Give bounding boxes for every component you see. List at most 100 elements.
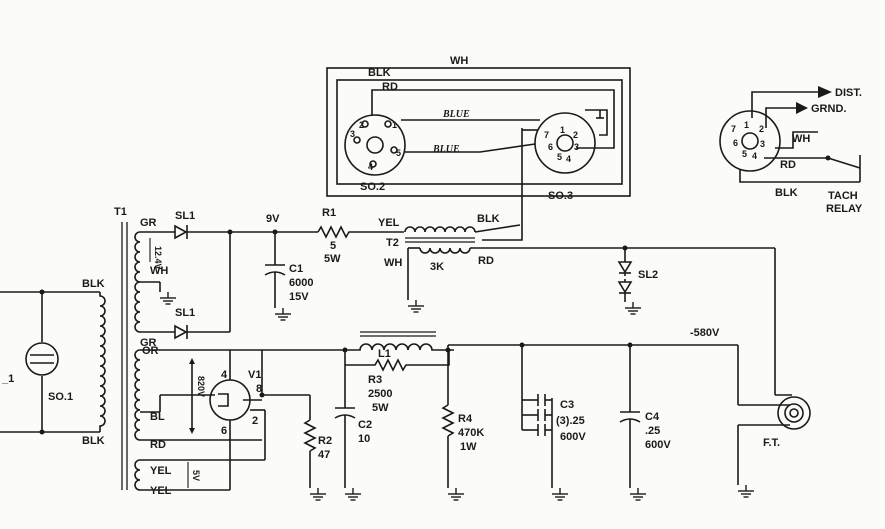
inductor-l1-and-r3: L1 R3 2500 5W (262, 331, 454, 414)
label-t1: T1 (114, 206, 127, 218)
label-yel-t2: YEL (378, 217, 400, 229)
label-t2: T2 (386, 237, 399, 249)
label-relay-pin-3: 3 (760, 139, 765, 149)
label-r3-ohms: 2500 (368, 388, 392, 400)
label-wh-t2: WH (384, 257, 402, 269)
label-gr-bottom: GR (140, 337, 157, 349)
label-c3-capacitance: (3).25 (556, 415, 585, 427)
label-bl: BL (150, 411, 165, 423)
label-l1-partial: _1 (1, 373, 14, 385)
label-rd-top: RD (382, 81, 398, 93)
label-wh-relay: WH (792, 133, 810, 145)
socket-so3: 1 2 3 4 5 6 7 SO.3 (534, 109, 608, 202)
label-so3-pin-5: 5 (557, 152, 562, 162)
label-c1: C1 (289, 263, 303, 275)
resistor-r2: R2 47 (303, 395, 332, 501)
capacitor-c4: C4 .25 600V (619, 342, 671, 501)
label-r1-ohms: 5 (330, 240, 336, 252)
label-so2-pin-5: 5 (396, 148, 401, 158)
label-sl1-top: SL1 (175, 210, 195, 222)
label-blk-primary-top: BLK (82, 278, 105, 290)
label-r2-value: 47 (318, 449, 330, 461)
label-relay-pin-7: 7 (731, 124, 736, 134)
label-relay-pin-1: 1 (744, 120, 749, 130)
primary-circuit: BLK BLK SO.1 _1 (0, 278, 106, 447)
label-yel-1: YEL (150, 465, 172, 477)
label-so3-pin-7: 7 (544, 130, 549, 140)
label-v1-pin6: 6 (221, 425, 227, 437)
label-relay-pin-2: 2 (759, 124, 764, 134)
label-sl2: SL2 (638, 269, 658, 281)
label-blk-relay: BLK (775, 187, 798, 199)
label-c2-value: 10 (358, 433, 370, 445)
sl1-rectifier-top: SL1 (174, 210, 230, 240)
label-so2-pin-1: 1 (392, 120, 397, 130)
label-blue-2: BLUE (432, 144, 460, 155)
label-so2-pin-2: 2 (359, 120, 364, 130)
label-c2: C2 (358, 419, 372, 431)
label-minus-580v: -580V (690, 327, 720, 339)
label-wh-top: WH (450, 55, 468, 67)
label-v1-pin8: 8 (256, 383, 262, 395)
tach-relay-socket: 1 2 3 4 5 6 7 DIST. GRND. WH RD BLK TACH… (719, 86, 863, 215)
label-blk-t2: BLK (477, 213, 500, 225)
so1-lamp-symbol (25, 342, 59, 376)
label-3k: 3K (430, 261, 444, 273)
label-blue-1: BLUE (442, 109, 470, 120)
label-v1-pin4: 4 (221, 369, 228, 381)
label-so3-pin-2: 2 (573, 130, 578, 140)
label-blk-top: BLK (368, 67, 391, 79)
capacitor-c2: C2 10 (334, 365, 372, 501)
label-r4: R4 (458, 413, 473, 425)
label-c3: C3 (560, 399, 574, 411)
label-820v: 820V (196, 376, 206, 397)
label-v1-pin2: 2 (252, 415, 258, 427)
sl1-rectifier-bottom: SL1 (174, 229, 233, 340)
label-rd-relay: RD (780, 159, 796, 171)
label-so1: SO.1 (48, 391, 73, 403)
label-9v: 9V (266, 213, 280, 225)
label-so2: SO.2 (360, 181, 385, 193)
label-so3-pin-6: 6 (548, 142, 553, 152)
label-v1: V1 (248, 369, 261, 381)
label-c4-capacitance: .25 (645, 425, 660, 437)
label-so3: SO.3 (548, 190, 573, 202)
label-relay: RELAY (826, 203, 863, 215)
socket-so2: 2 3 4 5 1 SO.2 (344, 114, 406, 193)
label-r1: R1 (322, 207, 336, 219)
transformer-t2: YEL BLK T2 WH RD 3K (378, 213, 775, 313)
label-c1-voltage: 15V (289, 291, 309, 303)
label-ft: F.T. (763, 437, 780, 449)
label-r3-watts: 5W (372, 402, 389, 414)
label-r2: R2 (318, 435, 332, 447)
label-blk-primary-bottom: BLK (82, 435, 105, 447)
label-12-4v: 12.4V (153, 246, 163, 270)
label-rd-t1: RD (150, 439, 166, 451)
t1-filament-winding: GR GR WH 12.4V (134, 217, 177, 349)
resistor-r4: R4 470K 1W (441, 345, 484, 501)
t1-5v-winding: YEL YEL 5V (134, 410, 266, 497)
label-so2-pin-3: 3 (350, 129, 355, 139)
label-so3-pin-4: 4 (566, 154, 571, 164)
label-grnd: GRND. (811, 103, 846, 115)
filter-c1: 9V C1 6000 15V (230, 213, 318, 321)
label-r3: R3 (368, 374, 382, 386)
label-r4-watts: 1W (460, 441, 477, 453)
top-harness: WH BLK RD BLUE BLUE (326, 55, 631, 241)
label-relay-pin-6: 6 (733, 138, 738, 148)
label-relay-pin-4: 4 (752, 151, 757, 161)
label-so3-pin-3: 3 (574, 142, 579, 152)
label-tach: TACH (828, 190, 858, 202)
resistor-r1: R1 5 5W (317, 207, 404, 265)
label-c1-capacitance: 6000 (289, 277, 313, 289)
sl2-spark-lamp: SL2 (617, 245, 658, 315)
label-gr-top: GR (140, 217, 157, 229)
label-or: OR (142, 345, 159, 357)
label-c4: C4 (645, 411, 660, 423)
flash-tube-ft: F.T. (737, 345, 811, 498)
label-c3-voltage: 600V (560, 431, 586, 443)
label-wh-t1: WH (150, 265, 168, 277)
label-c4-voltage: 600V (645, 439, 671, 451)
label-yel-2: YEL (150, 485, 172, 497)
